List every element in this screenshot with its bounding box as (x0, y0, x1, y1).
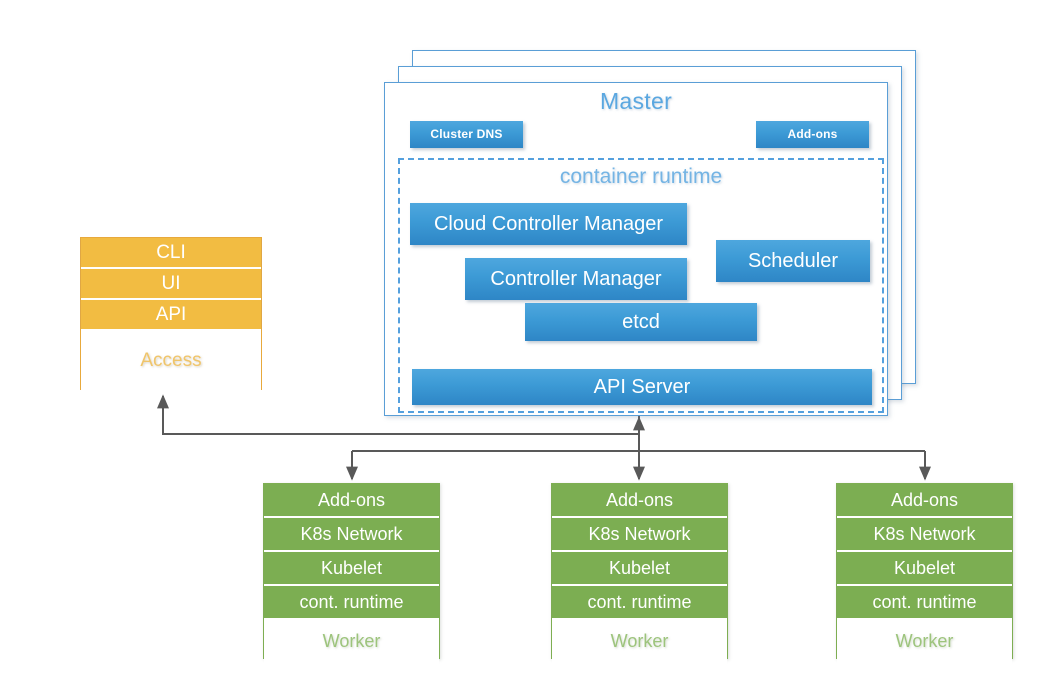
cloud-controller-manager-box[interactable]: Cloud Controller Manager (410, 203, 687, 245)
worker-1-row-addons[interactable]: Add-ons (264, 484, 439, 518)
access-row-cli[interactable]: CLI (81, 238, 261, 269)
worker-3-row-kubelet[interactable]: Kubelet (837, 552, 1012, 586)
access-row-ui[interactable]: UI (81, 269, 261, 300)
controller-manager-box[interactable]: Controller Manager (465, 258, 687, 300)
worker-1-footer-label: Worker (264, 618, 439, 664)
worker-3-row-k8s-network[interactable]: K8s Network (837, 518, 1012, 552)
worker-3-row-addons[interactable]: Add-ons (837, 484, 1012, 518)
worker-2-footer-label: Worker (552, 618, 727, 664)
worker-1-row-k8s-network[interactable]: K8s Network (264, 518, 439, 552)
worker-3-footer-label: Worker (837, 618, 1012, 664)
access-row-api[interactable]: API (81, 300, 261, 329)
api-server-box[interactable]: API Server (412, 369, 872, 405)
worker-2-row-kubelet[interactable]: Kubelet (552, 552, 727, 586)
worker-1-row-kubelet[interactable]: Kubelet (264, 552, 439, 586)
master-addons-box[interactable]: Add-ons (756, 121, 869, 148)
scheduler-box[interactable]: Scheduler (716, 240, 870, 282)
worker-2-row-addons[interactable]: Add-ons (552, 484, 727, 518)
worker-2-row-k8s-network[interactable]: K8s Network (552, 518, 727, 552)
worker-3-row-cont-runtime[interactable]: cont. runtime (837, 586, 1012, 618)
access-panel[interactable]: CLI UI API Access (80, 237, 262, 393)
worker-node-1[interactable]: Add-ons K8s Network Kubelet cont. runtim… (263, 483, 440, 664)
worker-node-2[interactable]: Add-ons K8s Network Kubelet cont. runtim… (551, 483, 728, 664)
access-footer-label: Access (81, 329, 261, 393)
worker-2-row-cont-runtime[interactable]: cont. runtime (552, 586, 727, 618)
container-runtime-box (398, 158, 884, 413)
worker-1-row-cont-runtime[interactable]: cont. runtime (264, 586, 439, 618)
container-runtime-title: container runtime (559, 165, 723, 188)
cluster-dns-box[interactable]: Cluster DNS (410, 121, 523, 148)
worker-node-3[interactable]: Add-ons K8s Network Kubelet cont. runtim… (836, 483, 1013, 664)
master-title: Master (599, 88, 673, 114)
etcd-box[interactable]: etcd (525, 303, 757, 341)
